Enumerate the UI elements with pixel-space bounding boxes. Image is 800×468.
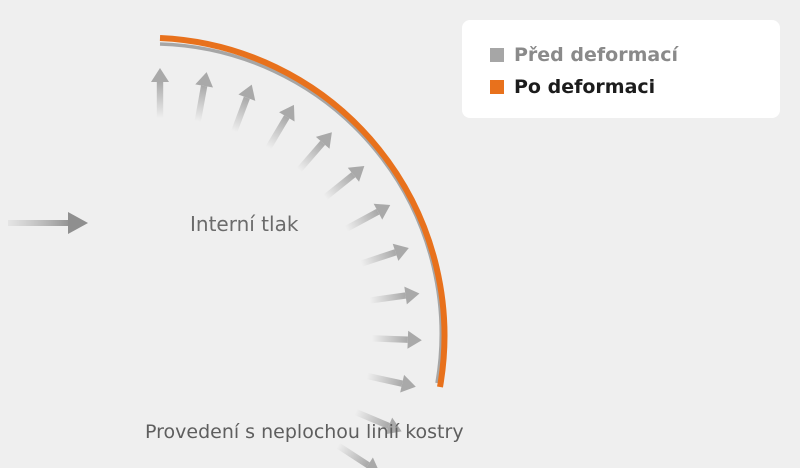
pressure-arrow-icon (265, 104, 295, 150)
horizontal-pressure-arrow (8, 212, 88, 234)
before-swatch-icon (490, 48, 504, 62)
pressure-arrow-icon (323, 166, 365, 200)
pressure-arrow-icon (354, 409, 402, 435)
pressure-arrow-icon (366, 372, 416, 393)
pressure-arrow-icon (371, 330, 422, 349)
pressure-arrow-icon (336, 442, 378, 468)
diagram-caption: Provedení s neplochou linií kostry (145, 421, 464, 443)
internal-pressure-label: Interní tlak (190, 212, 299, 236)
after-deformation-line (159, 35, 448, 388)
pressure-arrow-icon (296, 132, 332, 173)
pressure-arrow-icon (360, 243, 409, 267)
legend-item-before: Před deformací (490, 43, 678, 67)
after-swatch-icon (490, 80, 504, 94)
legend-item-after: Po deformaci (490, 75, 655, 99)
pressure-arrow-icon (194, 72, 213, 122)
pressure-arrow-icon (369, 286, 420, 305)
pressure-arrow-icon (231, 84, 256, 133)
legend-label-after: Po deformaci (514, 76, 656, 98)
pressure-arrow-icon (151, 68, 169, 118)
pressure-arrow-icon (344, 203, 391, 232)
legend-label-before: Před deformací (514, 44, 678, 66)
pressure-arrows (151, 68, 422, 468)
legend: Před deformací Po deformaci (462, 20, 780, 118)
before-deformation-line (159, 42, 443, 384)
